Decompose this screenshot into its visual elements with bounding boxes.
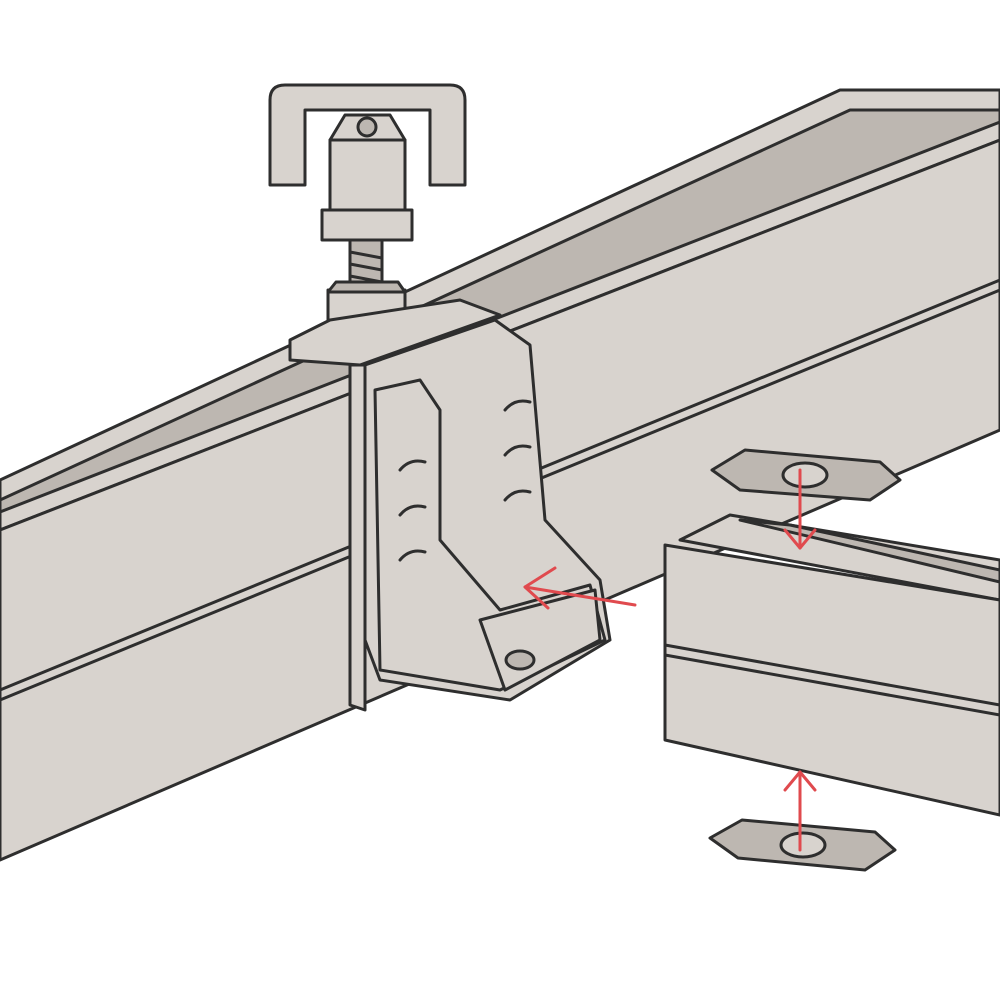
insert-arrow-left bbox=[523, 566, 637, 610]
down-arrow-top-clip bbox=[783, 468, 817, 550]
eye-bolt-rod bbox=[268, 83, 467, 332]
hanger-bracket bbox=[288, 298, 612, 712]
up-arrow-bottom-clip bbox=[783, 770, 817, 852]
right-channel-piece bbox=[663, 513, 1000, 817]
bottom-spring-clip bbox=[708, 818, 897, 872]
top-spring-clip bbox=[710, 448, 902, 502]
bracket-slots bbox=[398, 399, 532, 562]
